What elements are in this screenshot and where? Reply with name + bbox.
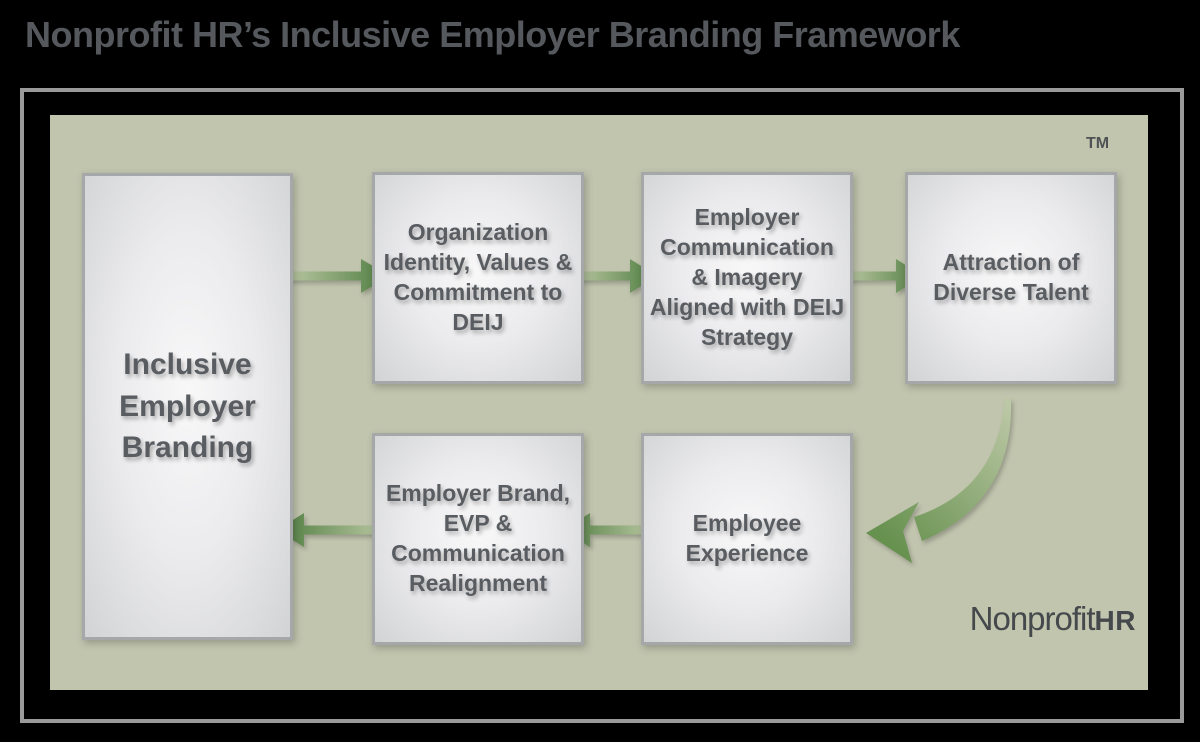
flow-arrows	[277, 259, 1012, 563]
box-employer-brand-realignment-label: Employer Brand, EVP & Communication Real…	[385, 480, 571, 596]
box-employee-experience: Employee Experience	[641, 433, 853, 645]
arrow-right-2	[578, 259, 657, 293]
arrow-left-2	[277, 513, 382, 547]
box-organization-identity: Organization Identity, Values & Commitme…	[372, 172, 584, 384]
box-inclusive-employer-branding: Inclusive Employer Branding	[82, 173, 293, 640]
arrow-curved-down	[866, 398, 1012, 563]
page-title: Nonprofit HR’s Inclusive Employer Brandi…	[25, 14, 960, 55]
box-inclusive-employer-branding-label: Inclusive Employer Branding	[119, 348, 256, 465]
box-employee-experience-label: Employee Experience	[685, 510, 809, 566]
logo-suffix: HR	[1094, 605, 1136, 636]
box-attraction-diverse-talent: Attraction of Diverse Talent	[905, 172, 1117, 384]
arrow-right-3	[850, 259, 923, 293]
box-employer-brand-realignment: Employer Brand, EVP & Communication Real…	[372, 433, 584, 645]
trademark-symbol: TM	[1086, 135, 1110, 152]
box-employer-communication-label: Employer Communication & Imagery Aligned…	[649, 204, 845, 350]
box-organization-identity-label: Organization Identity, Values & Commitme…	[383, 219, 573, 335]
arrow-right-1	[290, 259, 390, 293]
arrow-left-1	[563, 513, 650, 547]
logo-wordmark: Nonprofit	[969, 600, 1096, 637]
diagram-panel: Inclusive Employer Branding Organization…	[50, 115, 1148, 690]
box-attraction-diverse-talent-label: Attraction of Diverse Talent	[933, 249, 1089, 305]
box-employer-communication: Employer Communication & Imagery Aligned…	[641, 172, 853, 384]
